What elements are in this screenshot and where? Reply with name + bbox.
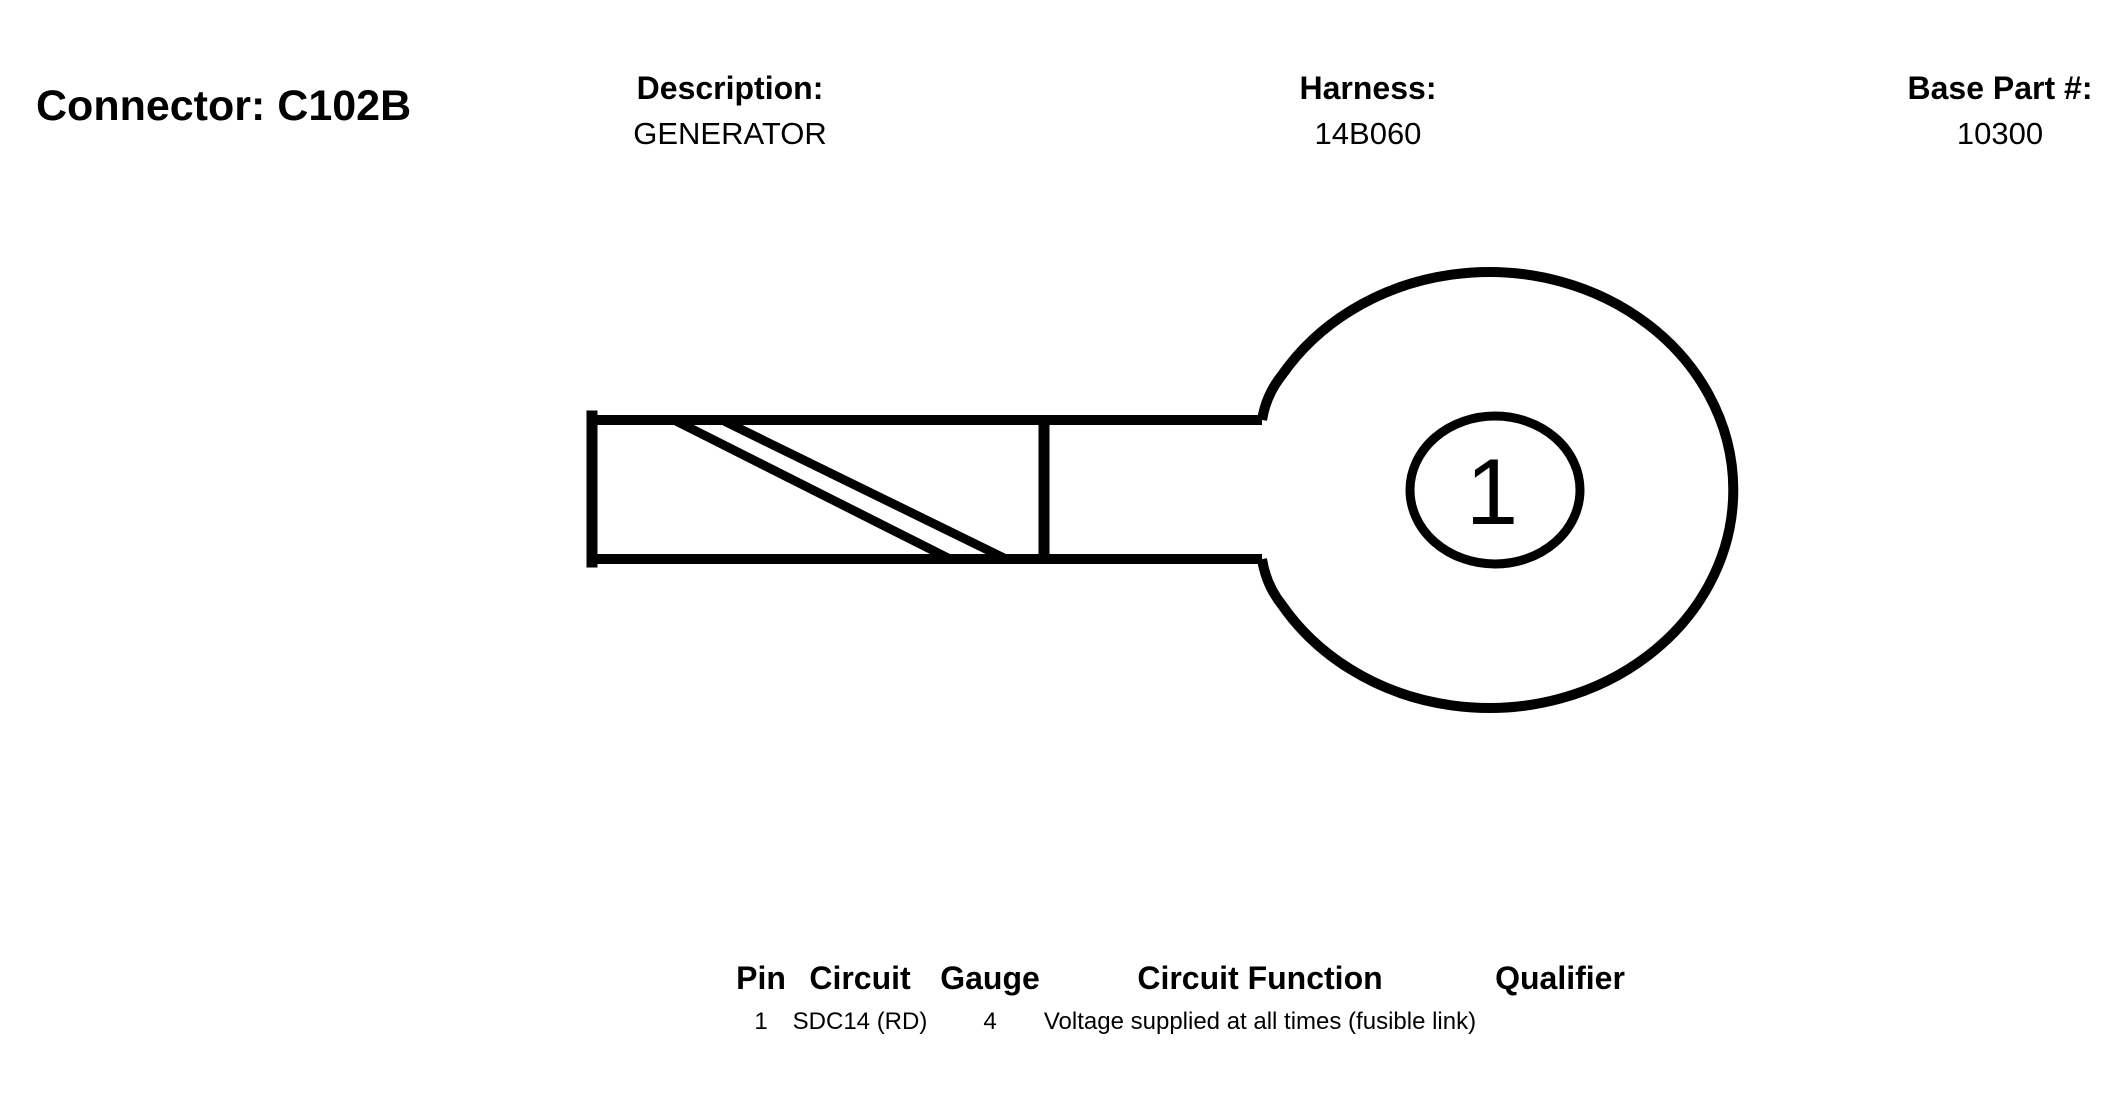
pin-number-label: 1 (1466, 439, 1518, 544)
description-label: Description: (636, 70, 824, 106)
row-circuit: SDC14 (RD) (792, 1008, 928, 1035)
header-circuit-function: Circuit Function (1137, 960, 1383, 996)
base-part-field: Base Part #: 10300 (1850, 68, 2118, 154)
header-pin: Pin (736, 960, 786, 996)
base-part-label: Base Part #: (1907, 70, 2093, 106)
row-gauge: 4 (983, 1008, 997, 1035)
pin-table: Pin Circuit Gauge Circuit Function Quali… (0, 960, 2118, 1060)
connector-title: Connector: C102B (36, 82, 412, 130)
base-part-value: 10300 (1956, 116, 2044, 151)
description-value: GENERATOR (633, 116, 827, 151)
harness-field: Harness: 14B060 (1218, 68, 1518, 154)
header-gauge: Gauge (940, 960, 1040, 996)
header-circuit: Circuit (809, 960, 911, 996)
harness-value: 14B060 (1314, 116, 1422, 151)
ring-outline (1257, 267, 1739, 713)
row-pin: 1 (754, 1008, 768, 1035)
header-qualifier: Qualifier (1495, 960, 1625, 996)
insulation-stripe (671, 415, 953, 564)
description-field: Description: GENERATOR (580, 68, 880, 154)
insulation-stripe (720, 415, 1008, 564)
harness-label: Harness: (1299, 70, 1437, 106)
pin-circle (1405, 411, 1585, 569)
row-circuit-function: Voltage supplied at all times (fusible l… (1043, 1008, 1477, 1035)
